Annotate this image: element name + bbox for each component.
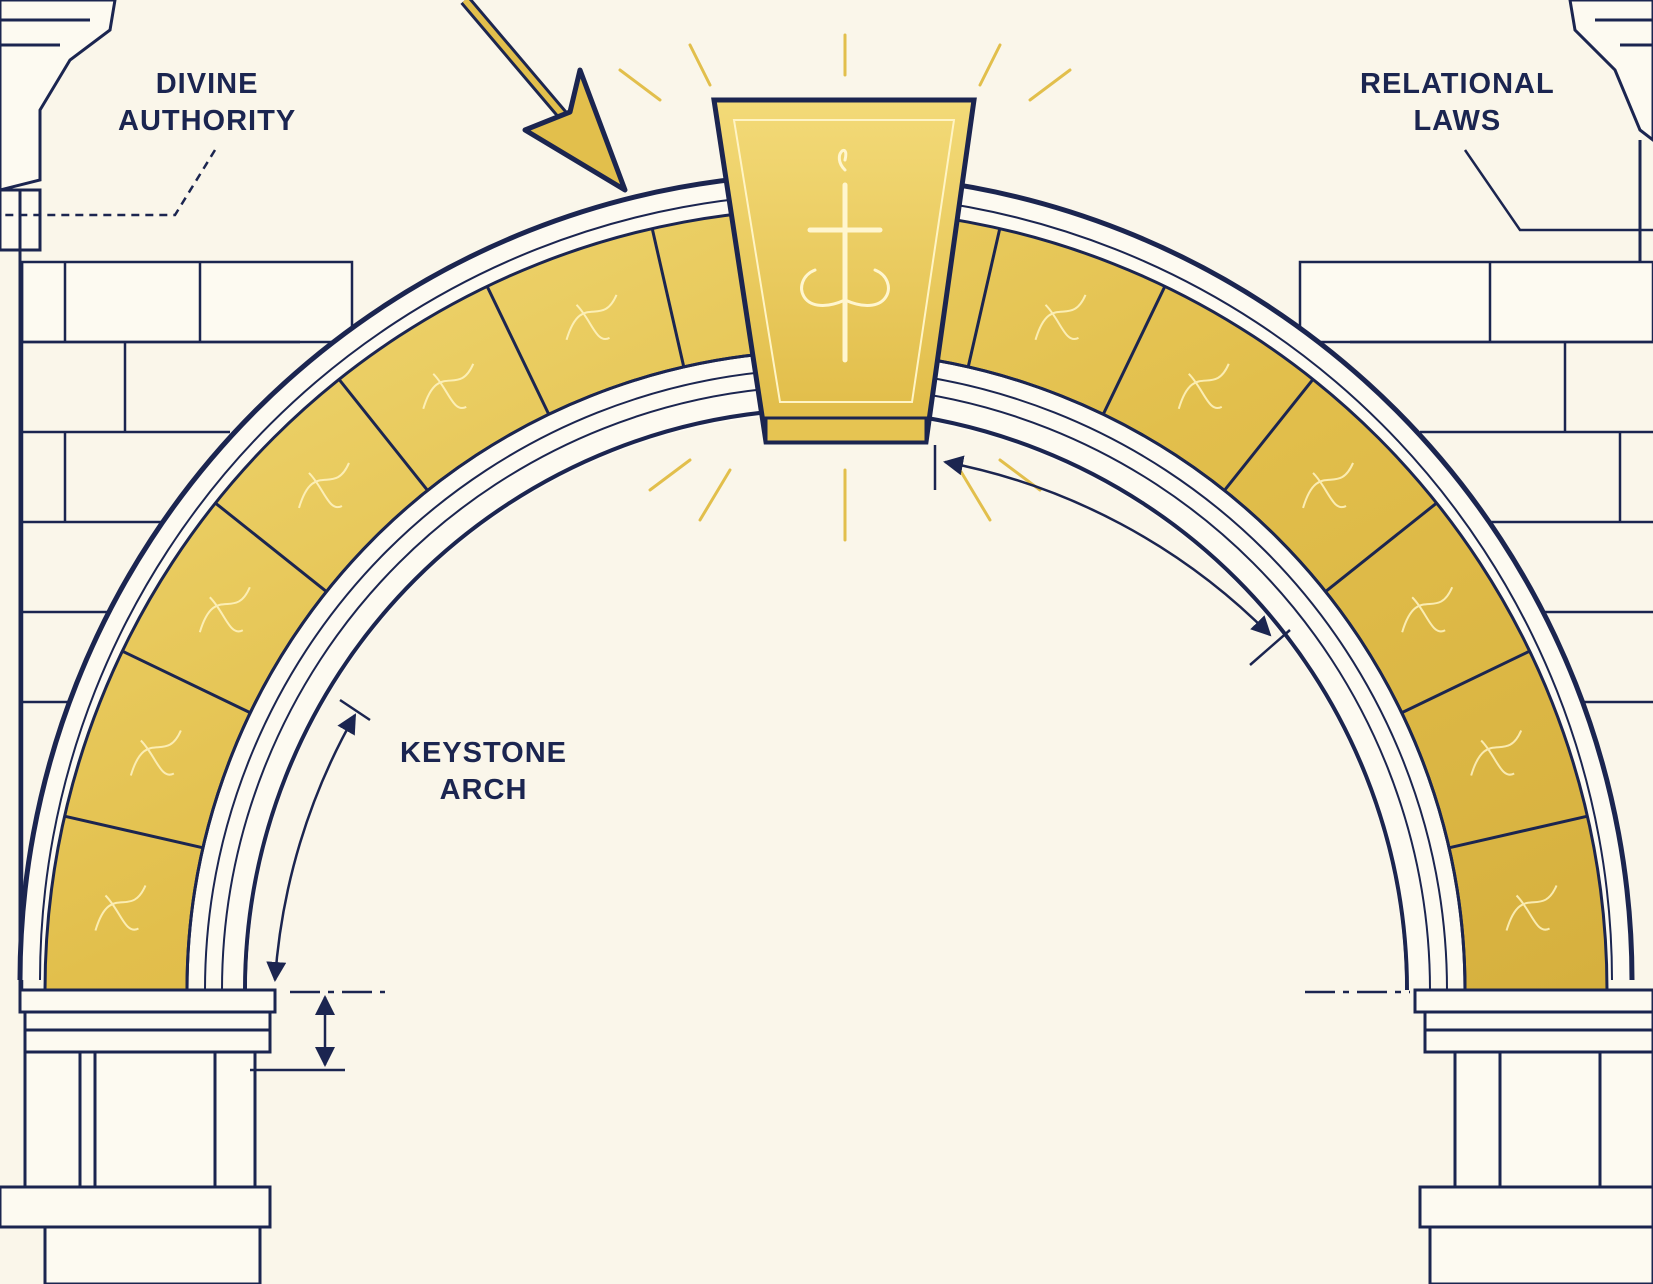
left-pedestal	[0, 990, 275, 1284]
divine-authority-label: DIVINE AUTHORITY	[118, 66, 296, 140]
divine-authority-line2: AUTHORITY	[118, 103, 296, 140]
relational-laws-line1: RELATIONAL	[1360, 66, 1555, 103]
right-pedestal	[1415, 990, 1653, 1284]
keystone-arch-label: KEYSTONE ARCH	[400, 735, 567, 809]
arrow-icon	[465, 0, 625, 190]
divine-authority-line1: DIVINE	[118, 66, 296, 103]
relational-laws-line2: LAWS	[1360, 103, 1555, 140]
relational-laws-label: RELATIONAL LAWS	[1360, 66, 1555, 140]
right-column-capital	[1570, 0, 1653, 262]
keystone-arch-line1: KEYSTONE	[400, 735, 567, 772]
keystone-arch-line2: ARCH	[400, 772, 567, 809]
